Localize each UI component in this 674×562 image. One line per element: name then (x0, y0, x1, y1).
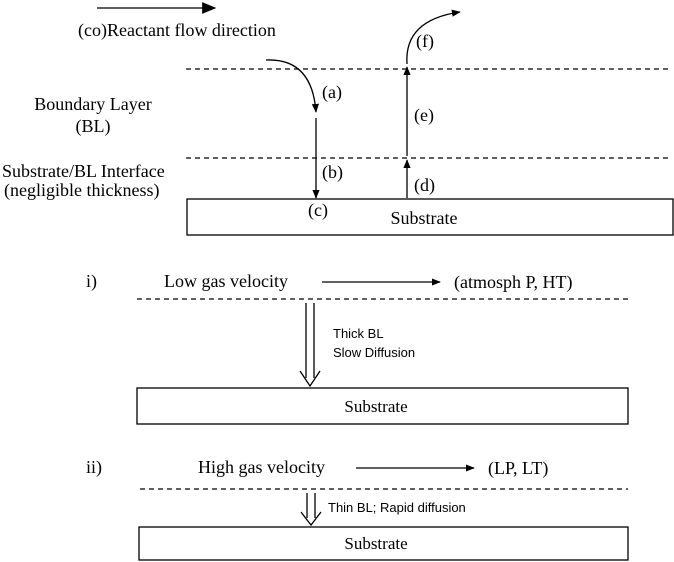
case-low-substrate-label: Substrate (344, 397, 407, 416)
step-f-label: (f) (416, 31, 434, 52)
case-high-substrate-label: Substrate (344, 534, 407, 553)
case-high-diffusion-arrow-head (301, 512, 321, 525)
case-low-index: i) (86, 271, 97, 292)
boundary-layer-label: Boundary Layer (34, 94, 151, 114)
flow-direction-label: (co)Reactant flow direction (78, 20, 276, 41)
arrow-a-curve (266, 60, 316, 112)
case-low-velocity: i) Low gas velocity (atmosph P, HT) Thic… (86, 271, 628, 424)
case-low-bl-note-1: Thick BL (333, 326, 384, 341)
case-low-bl-note-2: Slow Diffusion (333, 345, 415, 360)
step-a-label: (a) (322, 82, 342, 103)
interface-note: (negligible thickness) (4, 180, 159, 201)
top-section: (co)Reactant flow direction Boundary Lay… (2, 8, 673, 235)
step-c-label: (c) (308, 200, 328, 221)
step-d-label: (d) (414, 175, 435, 196)
interface-label: Substrate/BL Interface (2, 161, 165, 181)
case-high-index: ii) (86, 457, 102, 478)
step-b-label: (b) (322, 162, 343, 183)
top-substrate-label: Substrate (391, 208, 458, 228)
case-high-velocity: ii) High gas velocity (LP, LT) Thin BL; … (86, 457, 628, 560)
case-low-velocity-label: Low gas velocity (164, 271, 288, 291)
step-e-label: (e) (414, 105, 434, 126)
case-low-diffusion-arrow-head (300, 371, 320, 386)
boundary-layer-abbrev: (BL) (76, 116, 111, 137)
case-high-bl-note: Thin BL; Rapid diffusion (328, 500, 466, 515)
case-low-conditions: (atmosph P, HT) (454, 272, 573, 293)
case-high-velocity-label: High gas velocity (198, 457, 325, 477)
case-high-conditions: (LP, LT) (488, 458, 548, 479)
